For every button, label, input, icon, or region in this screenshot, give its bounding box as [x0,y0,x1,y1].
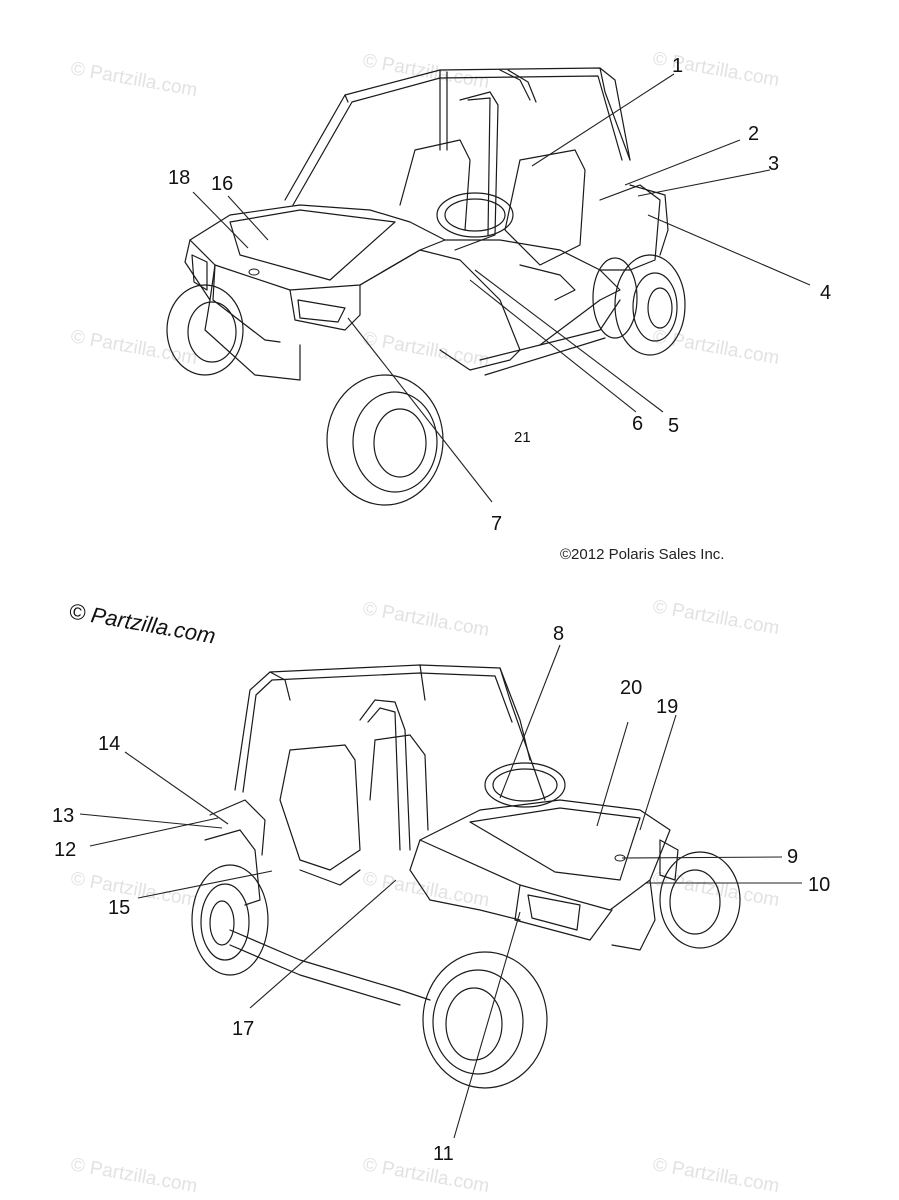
watermark: © Partzilla.com [361,598,491,641]
vehicle-bottom-drawing [191,664,741,1089]
callout-13: 13 [52,805,74,827]
callout-4: 4 [820,282,831,304]
callout-21: 21 [514,429,531,446]
callout-5: 5 [668,415,679,437]
leader-lines-bottom [79,644,802,1139]
watermark: © Partzilla.com [651,596,781,639]
callout-10: 10 [808,874,830,896]
callout-11: 11 [433,1143,454,1165]
callout-3: 3 [768,153,779,175]
watermark: © Partzilla.com [361,50,491,93]
watermark: © Partzilla.com [651,48,781,91]
callout-14: 14 [98,733,120,755]
callout-2: 2 [748,123,759,145]
watermark: © Partzilla.com [361,328,491,371]
callout-19: 19 [656,696,678,718]
leader-lines-top [192,73,811,503]
callout-18: 18 [168,167,190,189]
watermark: © Partzilla.com [361,1154,491,1197]
callout-6: 6 [632,413,643,435]
callout-7: 7 [491,513,502,535]
partzilla-brand: © Partzilla.com [67,598,217,648]
callouts-top: 1 2 3 4 5 6 7 16 18 21 [168,55,831,535]
callout-8: 8 [553,623,564,645]
callout-9: 9 [787,846,798,868]
copyright-notice: ©2012 Polaris Sales Inc. [560,546,724,563]
watermark: © Partzilla.com [361,868,491,911]
callout-20: 20 [620,677,642,699]
watermark: © Partzilla.com [651,1154,781,1197]
callout-12: 12 [54,839,76,861]
callout-1: 1 [672,55,683,77]
callout-16: 16 [211,173,233,195]
watermark: © Partzilla.com [69,58,199,101]
callout-15: 15 [108,897,130,919]
watermark: © Partzilla.com [651,326,781,369]
watermark: © Partzilla.com [69,1154,199,1197]
vehicle-top-drawing [166,67,686,506]
callouts-bottom: 8 9 10 11 12 13 14 15 17 19 20 [52,623,830,1165]
callout-17: 17 [232,1018,254,1040]
